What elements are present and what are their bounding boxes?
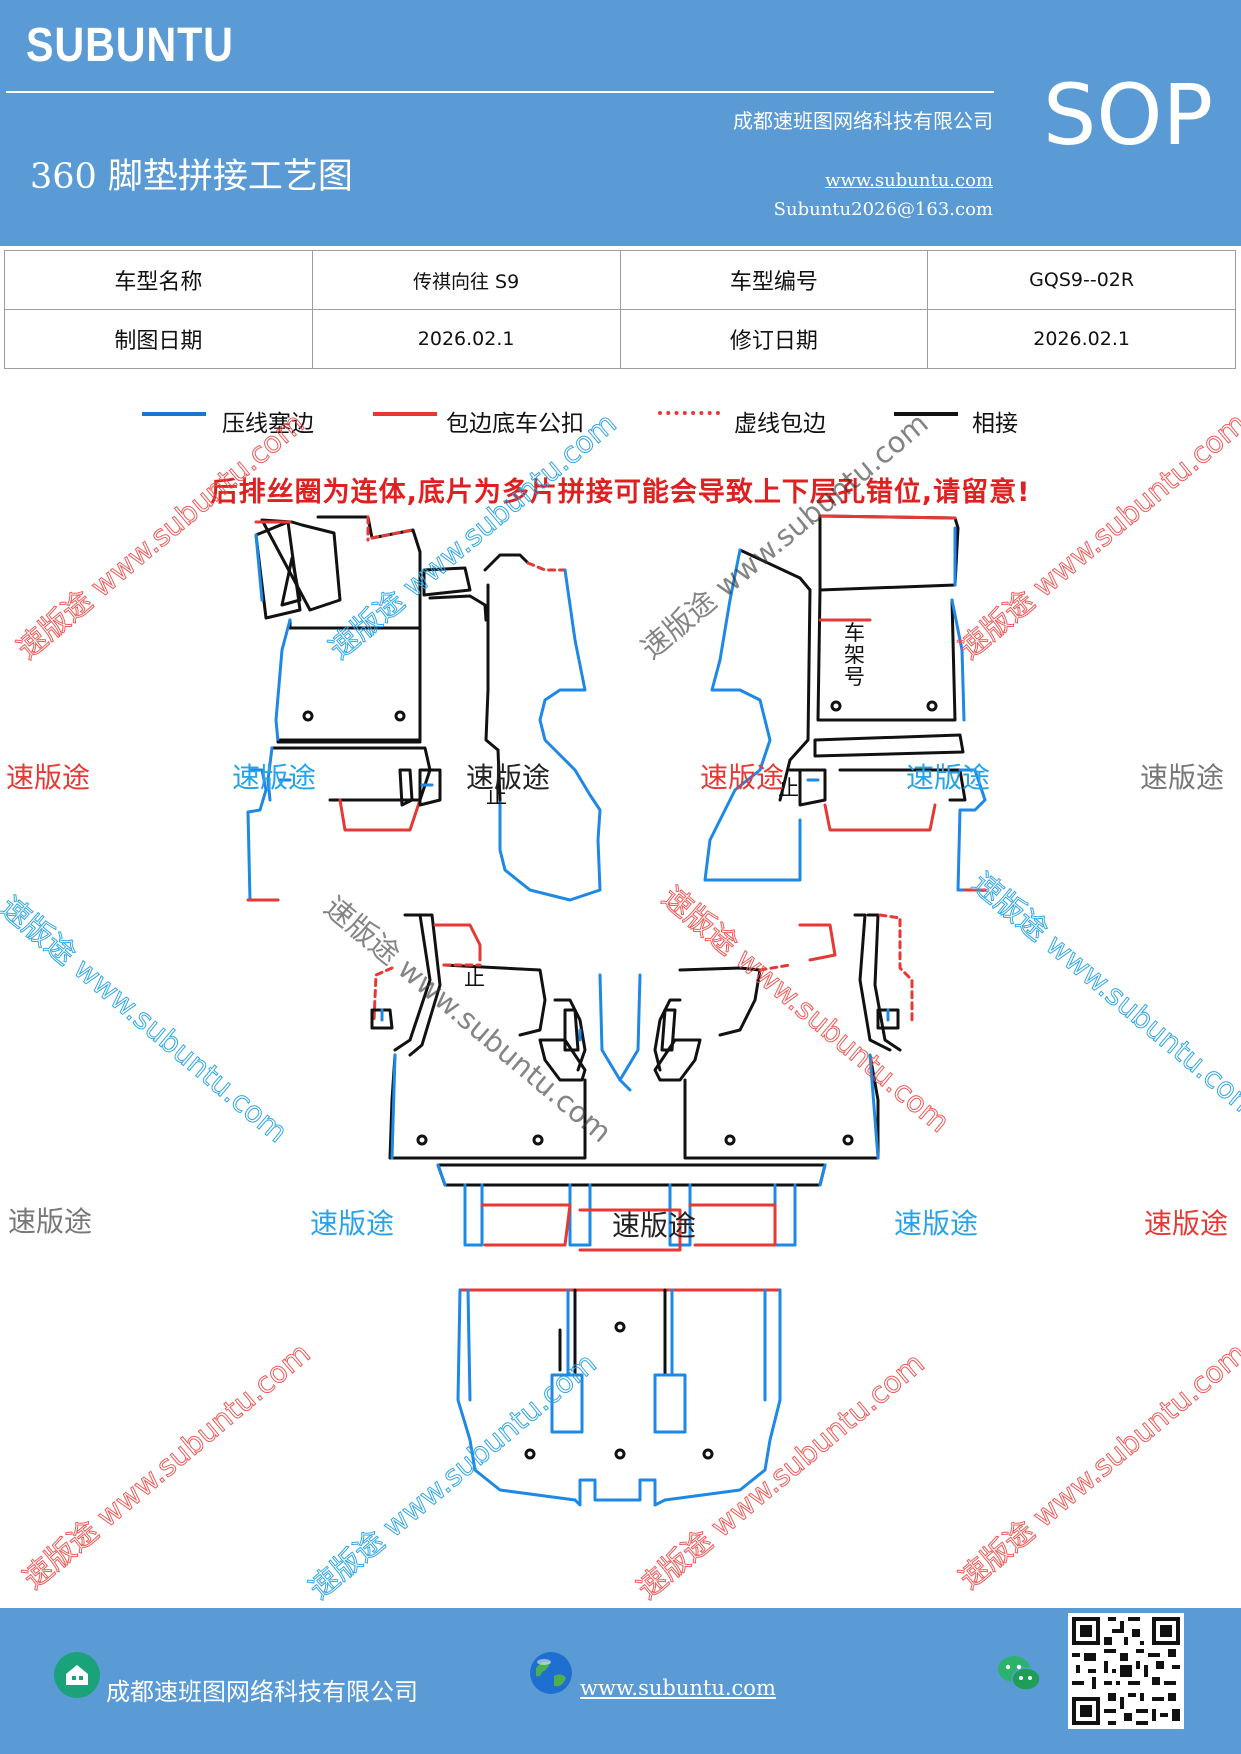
- stop-mark-right: 止: [778, 776, 799, 800]
- legend-label-dotted: 虚线包边: [734, 411, 826, 437]
- mat-rear-floor: [456, 1288, 782, 1507]
- value-revise-date: 2026.02.1: [927, 309, 1236, 369]
- legend-swatch-blue: [142, 412, 206, 416]
- header-bar: [0, 0, 1241, 246]
- mat-diagram: 车架号 止 止 止: [246, 514, 987, 1507]
- table-row: 制图日期 2026.02.1 修订日期 2026.02.1: [4, 309, 1236, 369]
- home-icon: [54, 1652, 100, 1698]
- value-model-name: 传祺向往 S9: [311, 250, 621, 310]
- watermark-word: 速版途: [1144, 1207, 1229, 1240]
- globe-icon: [528, 1650, 574, 1696]
- vehicle-info-table: 车型名称 传祺向往 S9 车型编号 GQS9--02R 制图日期 2026.02…: [4, 250, 1236, 369]
- label-draw-date: 制图日期: [4, 309, 313, 369]
- mat-front-left: [246, 515, 442, 902]
- wechat-icon[interactable]: [996, 1652, 1042, 1696]
- mat-rear-right: [618, 913, 914, 1160]
- page-title: 360 脚垫拼接工艺图: [30, 157, 353, 197]
- watermark-word: 速版途: [6, 761, 91, 794]
- stop-mark-left: 止: [486, 784, 507, 808]
- header-divider: [6, 91, 994, 93]
- brand-logo: SUBUNTU: [26, 19, 234, 72]
- mat-rear-left: [370, 913, 632, 1160]
- mat-connector-strip: [436, 1163, 827, 1252]
- frame-label-1: 车架号: [844, 621, 865, 689]
- stop-mark-rear: 止: [464, 966, 485, 990]
- watermark-word: 速版途: [232, 761, 317, 794]
- footer-company: 成都速班图网络科技有限公司: [106, 1678, 418, 1706]
- mat-side-left: [422, 553, 602, 902]
- value-model-code: GQS9--02R: [927, 250, 1236, 310]
- watermark-word: 速版途: [310, 1207, 395, 1240]
- header-website-link[interactable]: www.subuntu.com: [825, 170, 993, 191]
- legend-swatch-red: [373, 412, 437, 416]
- footer-website-link[interactable]: www.subuntu.com: [580, 1676, 776, 1700]
- legend-swatch-dotted: [658, 411, 720, 415]
- watermark-word: 速版途: [612, 1209, 697, 1242]
- watermark-word: 速版途: [8, 1205, 93, 1238]
- watermark-word: 速版途: [466, 761, 551, 794]
- value-draw-date: 2026.02.1: [311, 309, 621, 369]
- watermark-word: 速版途: [906, 761, 991, 794]
- legend-label-red: 包边底车公扣: [446, 411, 584, 437]
- label-model-code: 车型编号: [619, 250, 929, 310]
- watermark-word: 速版途: [894, 1207, 979, 1240]
- qr-code[interactable]: [1068, 1613, 1184, 1729]
- mat-front-right: [703, 514, 987, 892]
- legend-label-blue: 压线塞边: [222, 411, 314, 437]
- legend-label-black: 相接: [972, 411, 1018, 437]
- label-revise-date: 修订日期: [619, 309, 929, 369]
- legend-swatch-black: [894, 412, 958, 416]
- header-company: 成都速班图网络科技有限公司: [733, 109, 993, 133]
- sop-label: SOP: [1043, 66, 1214, 164]
- warning-text: 后排丝圈为连体,底片为多片拼接可能会导致上下层孔错位,请留意!: [210, 477, 1031, 508]
- watermark-word: 速版途: [1140, 761, 1225, 794]
- table-row: 车型名称 传祺向往 S9 车型编号 GQS9--02R: [4, 250, 1236, 310]
- label-model-name: 车型名称: [4, 250, 313, 310]
- header-email[interactable]: Subuntu2026@163.com: [773, 199, 993, 220]
- watermark-word: 速版途: [700, 761, 785, 794]
